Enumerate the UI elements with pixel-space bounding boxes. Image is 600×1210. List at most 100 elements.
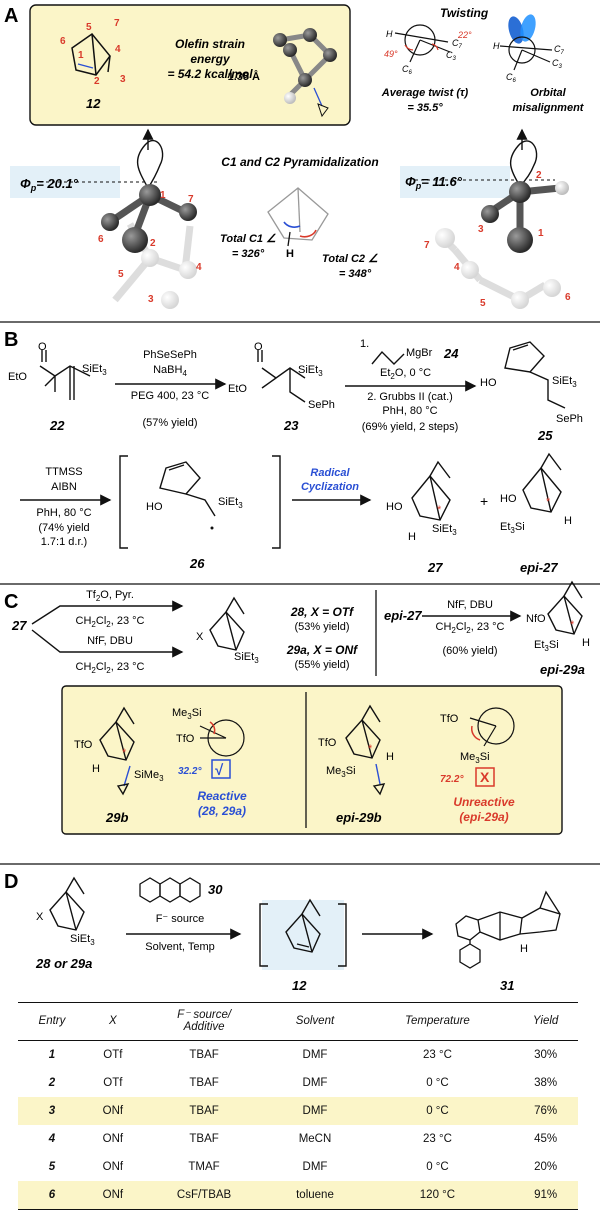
figure-canvas: A 6 5 7 1 4 2 3 12 Olefin strain energy … xyxy=(0,4,600,993)
orbital-misalignment-drawing xyxy=(499,14,553,71)
compound-label-29b: 29b xyxy=(105,810,128,825)
c29b-h: H xyxy=(92,763,100,775)
compound-23-structure xyxy=(257,350,306,403)
compound-epi29b-structure xyxy=(345,704,386,796)
cell-x: ONf xyxy=(102,1161,124,1173)
d-c30: 30 xyxy=(208,882,223,897)
compound-label-epi29b: epi-29b xyxy=(336,810,382,825)
b3-ttmss: TTMSS xyxy=(45,466,82,478)
compound-29b-structure xyxy=(99,706,135,796)
angle-49: 49° xyxy=(384,49,398,59)
right-locant-6: 6 xyxy=(565,292,571,303)
right-locant-4: 4 xyxy=(454,262,460,273)
cepi29a-h-label: H xyxy=(582,637,590,649)
cepi27-ho: HO xyxy=(500,493,517,505)
cell-yield: 30% xyxy=(534,1049,558,1061)
header-source: F⁻ source/ Additive xyxy=(139,1002,269,1041)
unreactive-label: Unreactive xyxy=(453,795,515,809)
radical-dot xyxy=(210,526,214,530)
left-locant-4: 4 xyxy=(196,262,202,273)
check-mark: √ xyxy=(215,762,224,779)
b2-c24: 24 xyxy=(443,346,459,361)
c-x: X xyxy=(196,631,204,643)
pyramidal-model-right xyxy=(400,128,569,309)
b3-phh: PhH, 80 °C xyxy=(36,507,91,519)
check-box xyxy=(211,759,231,779)
cell-source: TBAF xyxy=(189,1049,219,1061)
newman-c6-left: C6 xyxy=(402,64,413,76)
cell-temp: 0 °C xyxy=(361,1097,514,1125)
cell-entry: 6 xyxy=(18,1181,86,1210)
cell-temp: 23 °C xyxy=(422,1133,452,1145)
compound-label-25: 25 xyxy=(537,428,553,443)
cell-yield: 20% xyxy=(534,1161,558,1173)
b3-yield-2: 1.7:1 d.r.) xyxy=(41,536,87,548)
nepi-tfo: TfO xyxy=(440,713,459,725)
b2-et2o: Et2O, 0 °C xyxy=(380,367,431,381)
orbital-text-2: misalignment xyxy=(513,102,585,114)
cepi29a-si: Et3Si xyxy=(534,639,559,653)
left-locant-1: 1 xyxy=(160,190,166,201)
allyl-grignard xyxy=(371,350,405,365)
cell-entry: 5 xyxy=(48,1161,56,1173)
c-p29a-yield: (55% yield) xyxy=(294,659,349,671)
compound-epi27-structure xyxy=(522,452,562,513)
cell-solvent: DMF xyxy=(302,1161,328,1173)
left-locant-7: 7 xyxy=(188,194,194,205)
reactive-label: Reactive xyxy=(197,789,247,803)
cell-source: TBAF xyxy=(189,1077,219,1089)
angle-32: 32.2° xyxy=(178,766,202,777)
cepi29b-tfo: TfO xyxy=(318,737,337,749)
center-h: H xyxy=(286,248,294,260)
d-x: X xyxy=(36,911,44,923)
newman-c6-right: C6 xyxy=(506,72,517,84)
cell-x: ONf xyxy=(85,1181,140,1210)
left-locant-2: 2 xyxy=(150,238,156,249)
d-start-label: 28 or 29a xyxy=(35,956,92,971)
d-c12: 12 xyxy=(292,978,307,993)
header-yield: Yield xyxy=(513,1002,578,1041)
avg-twist-1: Average twist (τ) xyxy=(381,87,469,99)
bond-length: 1.35 Å xyxy=(228,70,260,83)
c25-seph: SePh xyxy=(556,413,583,425)
compound-28-29a-structure xyxy=(209,596,245,651)
cell-yield: 91% xyxy=(513,1181,578,1210)
c22-si: SiEt3 xyxy=(82,363,107,377)
total-c1-2: = 326° xyxy=(232,248,265,260)
cross-mark: X xyxy=(480,769,490,785)
intermediate-12-box xyxy=(262,900,344,970)
radical-label-2: Cyclization xyxy=(301,481,359,493)
total-c2-2: = 348° xyxy=(339,268,372,280)
c27-ho: HO xyxy=(386,501,403,513)
cell-source: TMAF xyxy=(188,1161,220,1173)
cell-entry: 4 xyxy=(48,1133,56,1145)
panel-label-c: C xyxy=(4,591,18,613)
cell-source: CsF/TBAB xyxy=(139,1181,269,1210)
twisting-title: Twisting xyxy=(440,6,489,20)
compound-label-22: 22 xyxy=(49,418,65,433)
nepi-me3si: Me3Si xyxy=(460,751,490,765)
cell-yield: 76% xyxy=(513,1097,578,1125)
d-fsource: F⁻ source xyxy=(156,913,205,925)
right-locant-7: 7 xyxy=(424,240,430,251)
panel-label-a: A xyxy=(4,5,18,27)
c-p29a: 29a, X = ONf xyxy=(286,643,358,657)
angle-22: 22° xyxy=(457,30,472,40)
newman-c7-left: C7 xyxy=(452,38,463,50)
c22-eto: EtO xyxy=(8,371,27,383)
c-epi-yield: (60% yield) xyxy=(442,645,497,657)
right-locant-1: 1 xyxy=(538,228,544,239)
arrow-c-upper xyxy=(31,600,184,625)
c22-o: O xyxy=(38,341,47,353)
n29b-me3si: Me3Si xyxy=(172,707,202,721)
b2-yield: (69% yield, 2 steps) xyxy=(362,421,459,433)
header-entry: Entry xyxy=(18,1002,86,1041)
optimization-table: Entry X F⁻ source/ Additive Solvent Temp… xyxy=(18,1002,578,1210)
total-c1-1: Total C1 ∠ xyxy=(220,233,276,245)
panel-label-d: D xyxy=(4,871,18,893)
